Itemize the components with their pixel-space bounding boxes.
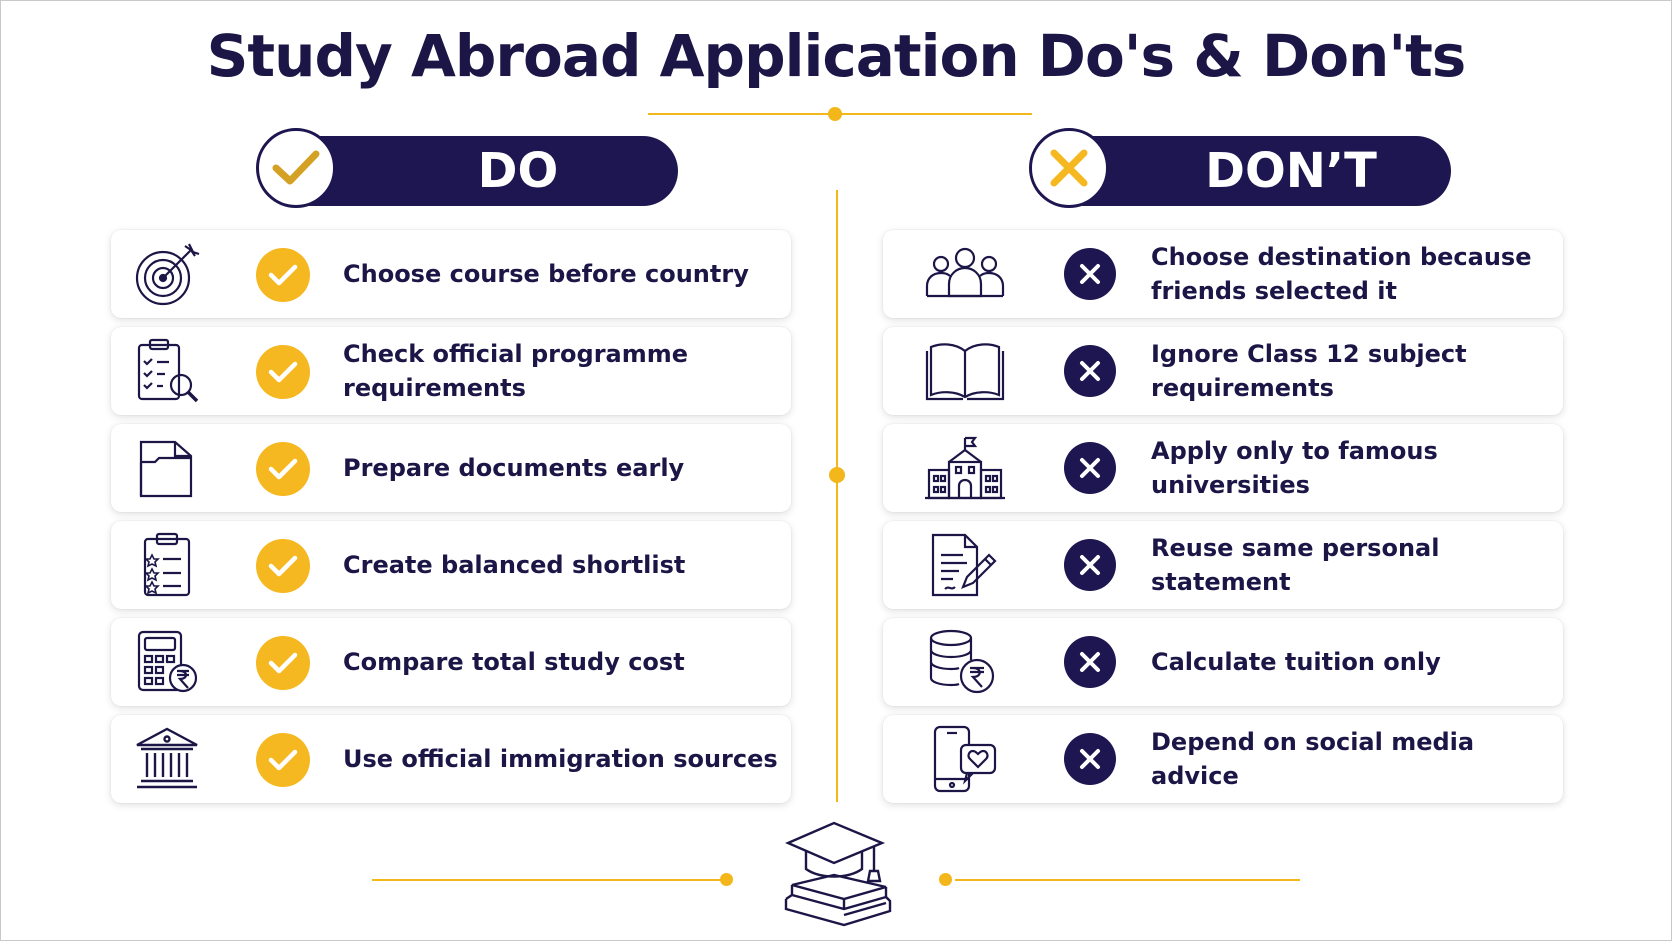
dont-header-label: DON’T xyxy=(1205,143,1377,199)
dont-item: Calculate tuition only xyxy=(883,618,1563,706)
dont-item: Reuse same personal statement xyxy=(883,521,1563,609)
do-item-text: Compare total study cost xyxy=(343,648,685,676)
calculator-rupee-icon xyxy=(137,630,198,693)
dont-item-text: Reuse same personal statement xyxy=(1151,534,1440,596)
check-badge-icon xyxy=(256,248,310,302)
footer-dot-right xyxy=(939,873,952,886)
open-book-icon xyxy=(925,343,1005,401)
graduation-cap-books-icon xyxy=(784,821,892,927)
do-item-text: Create balanced shortlist xyxy=(343,551,686,579)
do-item: Compare total study cost xyxy=(111,618,791,706)
coins-rupee-icon xyxy=(929,629,995,694)
do-item-text: Prepare documents early xyxy=(343,454,685,482)
do-header: DO xyxy=(256,128,678,208)
do-item: Check official programme requirements xyxy=(111,327,791,415)
phone-heart-icon xyxy=(933,725,997,793)
center-divider-dot xyxy=(829,467,845,483)
cross-badge-icon xyxy=(1064,345,1116,397)
target-icon xyxy=(135,243,200,306)
title-divider-dot xyxy=(828,107,842,121)
clipboard-stars-icon xyxy=(143,532,191,597)
check-badge-icon xyxy=(256,733,310,787)
document-pencil-icon xyxy=(931,533,997,597)
cross-badge-icon xyxy=(1064,539,1116,591)
do-list: Choose course before country Check offic… xyxy=(111,230,791,812)
title-divider-left xyxy=(648,113,830,115)
footer-rule-left xyxy=(372,879,724,881)
title-divider-right xyxy=(840,113,1032,115)
dont-list: Choose destination because friends selec… xyxy=(883,230,1563,812)
footer-rule-right xyxy=(955,879,1300,881)
dont-item: Apply only to famous universities xyxy=(883,424,1563,512)
cross-badge-icon xyxy=(1064,442,1116,494)
dont-item-text: Apply only to famous universities xyxy=(1151,437,1438,499)
folder-icon xyxy=(139,440,193,498)
checklist-search-icon xyxy=(137,338,199,403)
dont-item: Choose destination because friends selec… xyxy=(883,230,1563,318)
check-icon xyxy=(256,128,336,208)
cross-badge-icon xyxy=(1064,248,1116,300)
university-building-icon xyxy=(925,436,1005,500)
friends-group-icon xyxy=(925,247,1005,298)
do-item-text: Choose course before country xyxy=(343,260,749,288)
dont-item-text: Choose destination because friends selec… xyxy=(1151,243,1532,305)
do-item: Use official immigration sources xyxy=(111,715,791,803)
do-item: Prepare documents early xyxy=(111,424,791,512)
dont-header: DON’T xyxy=(1029,128,1451,208)
government-building-icon xyxy=(136,727,198,789)
cross-badge-icon xyxy=(1064,636,1116,688)
do-item-text: Use official immigration sources xyxy=(343,745,778,773)
check-badge-icon xyxy=(256,636,310,690)
center-divider xyxy=(836,190,838,802)
check-badge-icon xyxy=(256,345,310,399)
do-item: Choose course before country xyxy=(111,230,791,318)
dont-item-text: Depend on social media advice xyxy=(1151,728,1475,790)
check-badge-icon xyxy=(256,442,310,496)
page-title: Study Abroad Application Do's & Don'ts xyxy=(206,22,1467,90)
cross-icon xyxy=(1029,128,1109,208)
do-item: Create balanced shortlist xyxy=(111,521,791,609)
dont-item-text: Ignore Class 12 subject requirements xyxy=(1151,340,1467,402)
cross-badge-icon xyxy=(1064,733,1116,785)
dont-item: Depend on social media advice xyxy=(883,715,1563,803)
do-item-text: Check official programme requirements xyxy=(343,340,689,402)
footer-dot-left xyxy=(720,873,733,886)
dont-item: Ignore Class 12 subject requirements xyxy=(883,327,1563,415)
check-badge-icon xyxy=(256,539,310,593)
dont-item-text: Calculate tuition only xyxy=(1151,648,1441,676)
do-header-label: DO xyxy=(477,143,559,199)
